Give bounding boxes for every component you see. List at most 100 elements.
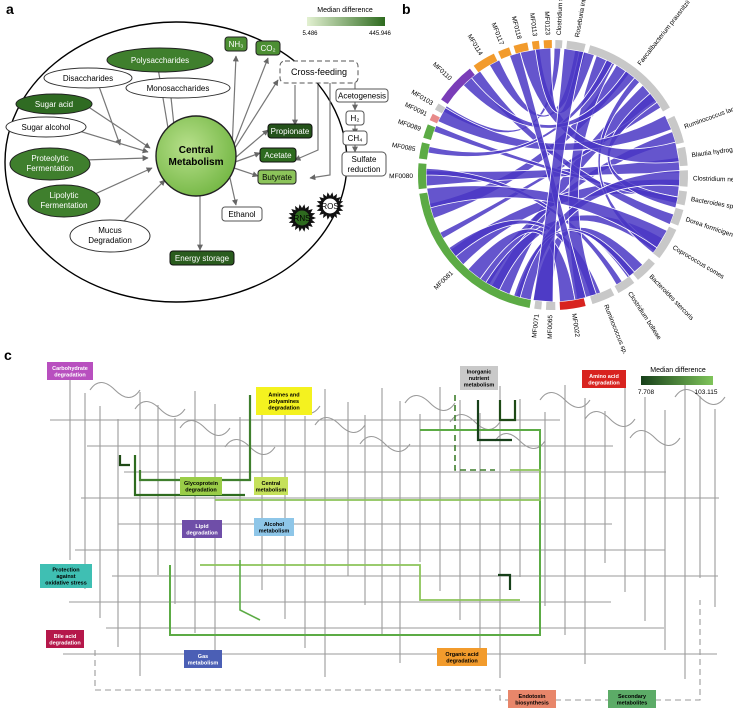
- node-acetate: [259, 147, 297, 163]
- chord-arc: [588, 45, 670, 112]
- chord-ribbon: [485, 214, 664, 291]
- category-label: Carbohydrate: [52, 366, 88, 372]
- chord-label: MF0081: [433, 270, 455, 292]
- chord-label: Ruminococcus sp.: [602, 304, 628, 356]
- chord-label: MF0089: [397, 119, 422, 134]
- chord-arc: [670, 207, 684, 226]
- chord-arc: [419, 142, 430, 160]
- chord-arc: [423, 124, 436, 140]
- chord-label: Roseburia intestinalis: [574, 0, 592, 38]
- label-propionate: Propionate: [271, 127, 310, 136]
- pathway-line: [476, 400, 512, 442]
- pathway-curve: [179, 419, 231, 437]
- category-label: Organic acid: [445, 652, 478, 658]
- ros-node: [316, 192, 344, 220]
- pathway-line: [215, 469, 541, 501]
- central-label-2: Metabolism: [168, 157, 223, 168]
- node-acetogenesis: [335, 88, 389, 103]
- category-label: Secondary: [618, 694, 647, 700]
- node-h2: [345, 110, 365, 126]
- label-acetogenesis: Acetogenesis: [338, 92, 386, 101]
- chord-arc: [555, 40, 563, 49]
- category-label: nutrient: [469, 376, 490, 382]
- chord-arcs: [418, 40, 689, 310]
- node-monosaccharides: [125, 77, 231, 99]
- chord-arc: [418, 163, 427, 190]
- legend-a-colorbar: [307, 17, 385, 26]
- category-label: metabolism: [259, 528, 290, 534]
- pathway-line: [454, 395, 495, 471]
- pathway-line: [200, 564, 520, 601]
- label-sugar-acid: Sugar acid: [35, 100, 73, 109]
- category-label: Endotoxin: [519, 694, 547, 700]
- chord-label: Faecalibacterium prausnitzii: [637, 0, 692, 67]
- chord-arc: [543, 40, 552, 49]
- label-mucus-2: Degradation: [88, 236, 132, 245]
- pathway-curve: [584, 410, 636, 428]
- chord-arc: [434, 103, 446, 114]
- category-label: Alcohol: [264, 522, 285, 528]
- category-label: degradation: [186, 530, 218, 536]
- chord-label: Clostridium sp.: [556, 0, 565, 35]
- category-label: degradation: [588, 380, 620, 386]
- category-box: [182, 520, 222, 538]
- pathway-curve: [674, 388, 726, 406]
- chord-arc: [590, 288, 615, 305]
- legend-a-title: Median difference: [317, 7, 373, 14]
- category-box: [254, 518, 294, 536]
- pathway-curve: [539, 391, 591, 409]
- pathway-curve: [629, 429, 681, 447]
- burst-core: [321, 197, 339, 215]
- chord-arc: [559, 298, 586, 310]
- category-label: Gas: [198, 654, 208, 660]
- pathway-curve: [404, 394, 456, 412]
- node-polysaccharides: [106, 47, 214, 73]
- chord-arc: [653, 226, 677, 259]
- node-ch4: [342, 130, 368, 146]
- chord-arc: [545, 301, 556, 310]
- chord-arc: [419, 192, 531, 308]
- category-label: metabolism: [256, 487, 287, 493]
- pathway-line: [498, 400, 517, 422]
- metabolic-network: [50, 380, 726, 701]
- chord-label: Clostridium nexile: [693, 175, 733, 183]
- output-nodes: NH₃ CO₂ Cross-feeding Acetogenesis H₂ CH…: [169, 36, 389, 266]
- label-sulfate-1: Sulfate: [352, 155, 377, 164]
- pathway-curve: [134, 400, 186, 418]
- chord-label: MF0114: [466, 33, 484, 57]
- label-ch4: CH₄: [348, 134, 363, 143]
- label-ros: ROS: [321, 202, 338, 211]
- node-proteolytic: [9, 147, 91, 181]
- label-sugar-alcohol: Sugar alcohol: [22, 123, 71, 132]
- chord-label: MF0080: [389, 173, 413, 180]
- category-label: Bile acid: [54, 634, 77, 640]
- label-lipolytic-2: Fermentation: [40, 201, 87, 210]
- node-disaccharides: [43, 67, 133, 89]
- label-sulfate-2: reduction: [348, 165, 381, 174]
- category-box: [608, 690, 656, 708]
- category-label: Glycoprotein: [184, 481, 219, 487]
- category-box: [254, 477, 288, 495]
- category-label: Amino acid: [589, 374, 619, 380]
- category-box: [582, 370, 626, 388]
- node-sulfate: [341, 151, 387, 177]
- chord-arc: [566, 40, 586, 52]
- pathway-curve: [494, 432, 546, 450]
- chord-label: MF0118: [510, 16, 523, 41]
- category-label: degradation: [185, 487, 217, 493]
- category-label: metabolites: [617, 700, 648, 706]
- legend-c-max: 103.115: [694, 389, 717, 396]
- pathway-line: [239, 560, 261, 621]
- burst-core: [293, 209, 311, 227]
- category-box: [460, 366, 498, 390]
- category-label: degradation: [49, 640, 81, 646]
- central-metabolism-node: [155, 115, 237, 197]
- chord-label: MF0065: [547, 315, 554, 339]
- node-nh3: [224, 36, 248, 52]
- chord-label: Clostridium bolteae: [626, 291, 662, 342]
- chord-label: Blautia hydrogenotrophica: [691, 142, 733, 159]
- label-mucus-1: Mucus: [98, 226, 122, 235]
- chord-label: MF0071: [531, 313, 541, 338]
